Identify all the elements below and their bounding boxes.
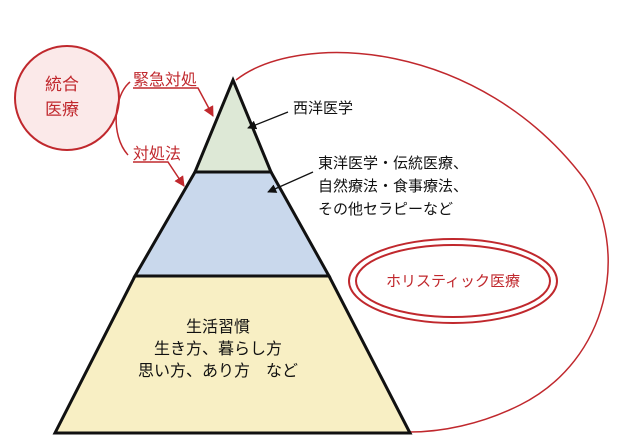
lifestyle-line: 思い方、あり方 など [137, 361, 298, 380]
eastern-medicine-label: 東洋医学・伝統医療、 自然療法・食事療法、 その他セラピーなど [318, 152, 468, 221]
red-bracket [115, 81, 131, 156]
pyramid-tier-top [192, 76, 274, 174]
eastern-medicine-line: 自然療法・食事療法、 [318, 177, 469, 195]
coping-leader [133, 161, 185, 187]
eastern-medicine-line: その他セラピーなど [318, 200, 454, 218]
integrated-medicine-line: 統合 [45, 75, 79, 95]
holistic-medicine-label: ホリスティック医療 [385, 272, 521, 290]
emergency-leader [133, 87, 214, 117]
integrated-medicine-line: 医療 [45, 100, 79, 120]
holistic-medicine-ellipse-outer [348, 238, 558, 324]
western-medicine-label: 西洋医学 [293, 99, 354, 117]
holistic-boundary-arc [235, 51, 609, 433]
eastern-medicine-line: 東洋医学・伝統医療、 [318, 154, 469, 172]
lifestyle-label: 生活習慣 生き方、暮らし方 思い方、あり方 など [133, 316, 303, 382]
pyramid-tier-bottom [52, 274, 413, 435]
integrated-medicine-label: 統合 医療 [45, 73, 79, 123]
eastern-arrow [267, 171, 314, 193]
pyramid-tier-middle [132, 170, 332, 278]
coping-method-label: 対処法 [133, 144, 182, 163]
lifestyle-line: 生活習慣 [185, 317, 250, 336]
emergency-response-label: 緊急対処 [133, 70, 198, 89]
holistic-medicine-ellipse-inner [355, 244, 551, 318]
western-arrow [247, 111, 289, 130]
lifestyle-line: 生き方、暮らし方 [153, 339, 282, 358]
